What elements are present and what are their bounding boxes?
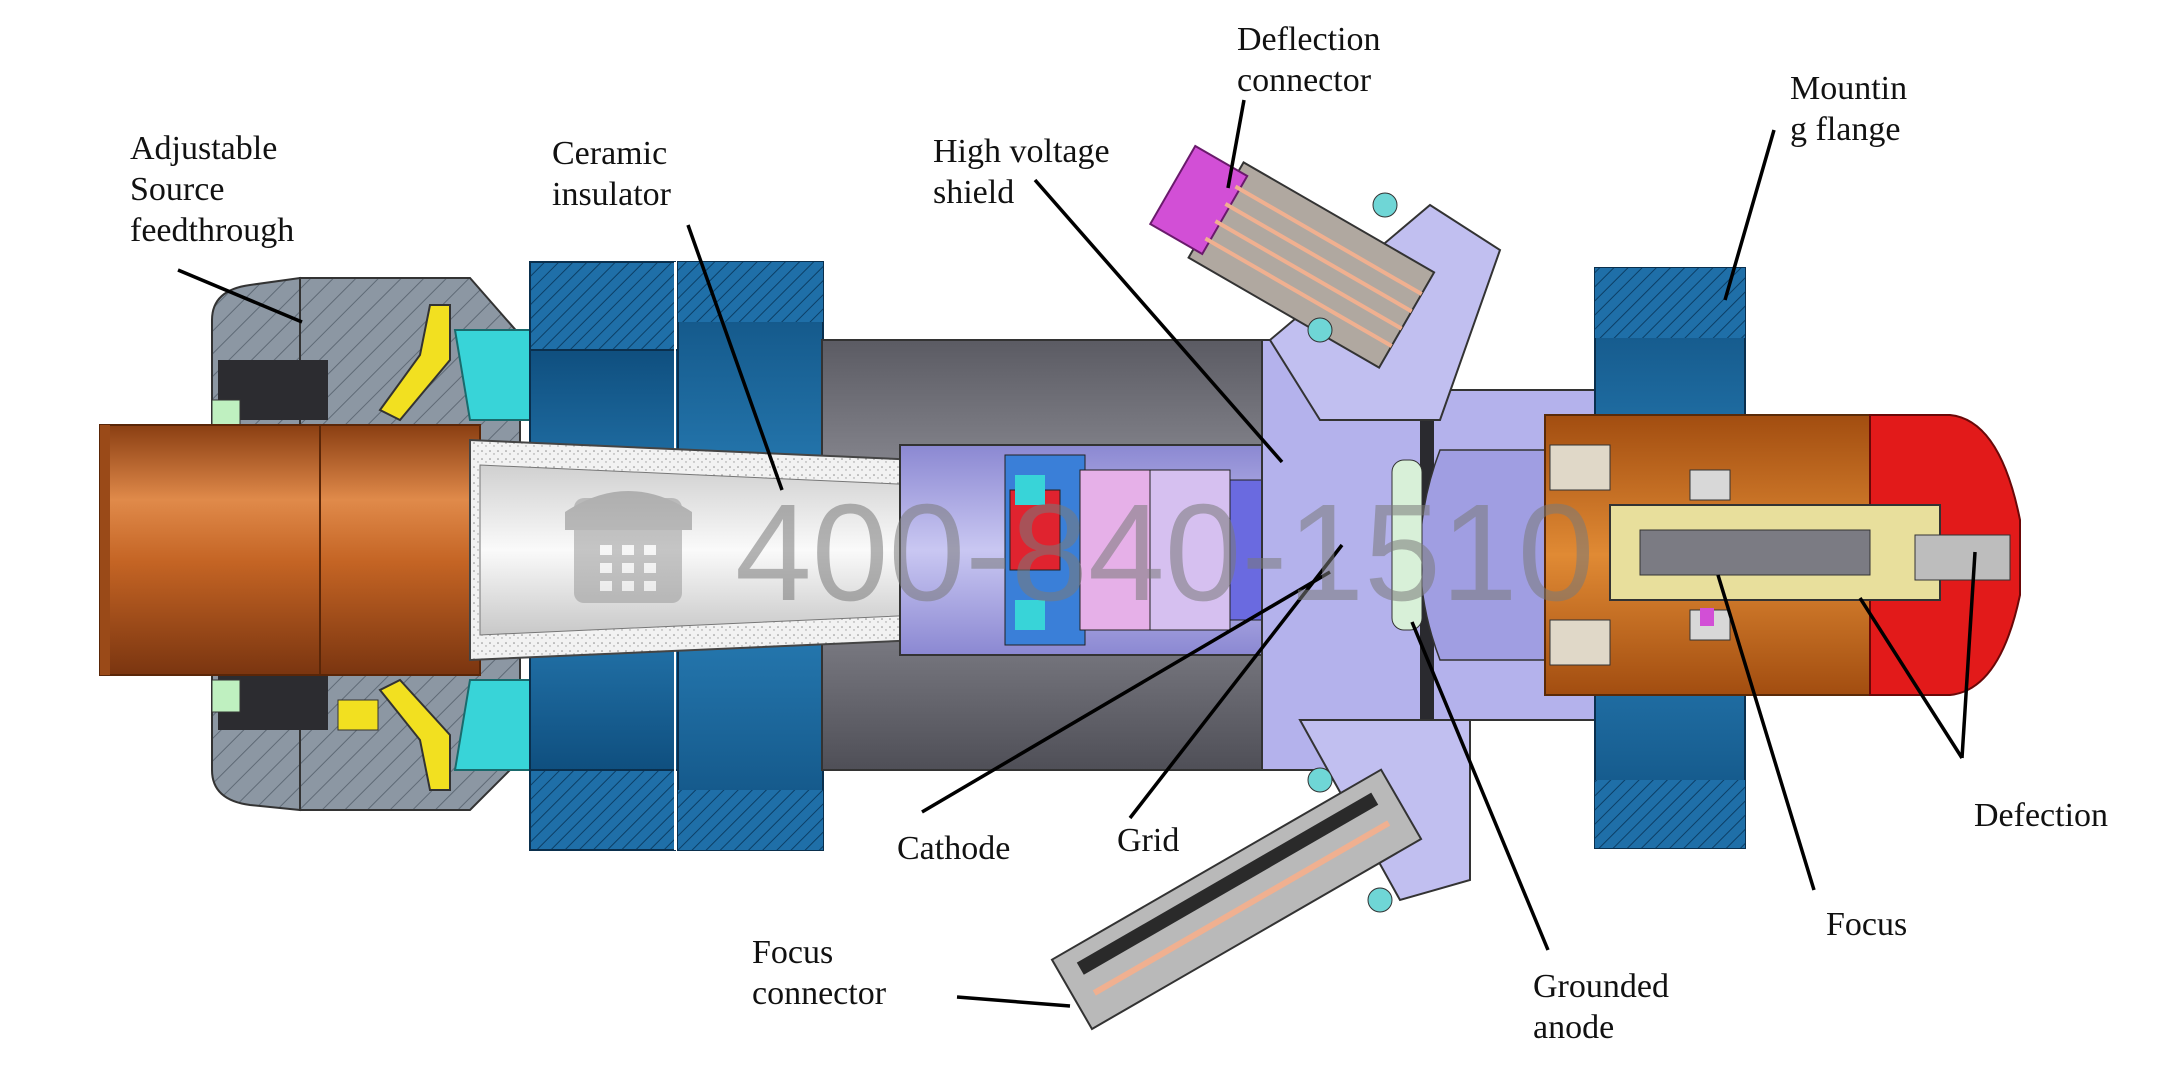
label-deflection-connector: Deflection connector [1237, 21, 1381, 99]
deflection-connector [1148, 144, 1502, 421]
leader-defection-1 [1858, 597, 1964, 759]
leader-deflection-connector [1226, 99, 1246, 189]
copper-feed-pipe [99, 424, 481, 676]
leader-mounting-flange [1723, 129, 1776, 301]
label-mounting-flange: Mountin g flange [1790, 70, 1908, 148]
label-defection: Defection [1974, 797, 2109, 834]
label-grid: Grid [1117, 822, 1180, 859]
focus-connector [1050, 719, 1471, 1031]
leader-lines [177, 99, 1977, 1008]
label-grounded-anode: Grounded anode [1533, 968, 1669, 1046]
leader-focus-connector [956, 995, 1071, 1008]
leader-grid [1128, 543, 1344, 820]
focus-deflection-assembly [1544, 414, 2021, 696]
label-focus: Focus [1826, 906, 1908, 943]
leader-defection-2 [1960, 551, 1977, 759]
leader-grounded-anode [1410, 621, 1550, 951]
telephone-icon [565, 491, 692, 603]
label-ceramic-insulator: Ceramic insulator [552, 135, 671, 213]
label-focus-connector: Focus connector [752, 934, 887, 1012]
leader-focus [1716, 574, 1816, 891]
phone-watermark: 400-840-1510 [565, 476, 1594, 630]
label-cathode: Cathode [897, 830, 1011, 867]
label-high-voltage-shield: High voltage shield [933, 133, 1110, 211]
leader-high-voltage-shield [1033, 178, 1284, 464]
label-adjustable-source-feedthrough: Adjustable Source feedthrough [130, 130, 295, 249]
leader-ceramic-insulator [686, 224, 784, 491]
leader-adjustable-source [177, 268, 303, 324]
leader-cathode [921, 570, 1331, 814]
watermark-phone-number: 400-840-1510 [735, 476, 1594, 630]
yellow-spring-parts [337, 304, 451, 791]
